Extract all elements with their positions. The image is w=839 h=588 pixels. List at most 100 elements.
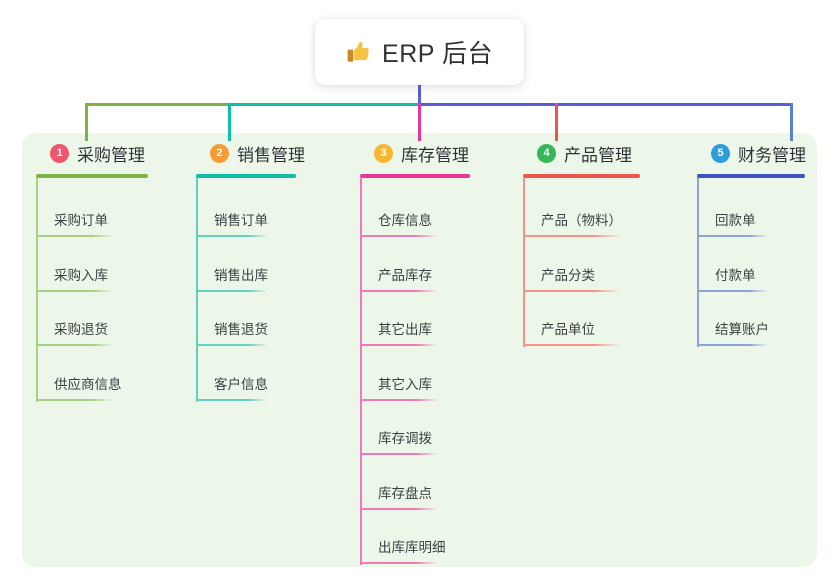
- connector-drop-5: [790, 103, 793, 141]
- leaf-item-underline: [360, 562, 438, 564]
- leaf-item-label: 产品库存: [378, 267, 432, 283]
- leaf-item[interactable]: 出库库明细: [360, 539, 446, 564]
- connector-root-stem: [418, 85, 421, 105]
- branch-underline-3: [360, 174, 470, 178]
- leaf-item[interactable]: 供应商信息: [36, 376, 122, 401]
- leaf-item-label: 销售出库: [214, 267, 268, 283]
- leaf-item-label: 供应商信息: [54, 376, 122, 392]
- connector-bus-green: [85, 103, 230, 106]
- leaf-item-label: 结算账户: [715, 322, 769, 337]
- branch-spine-3: [360, 178, 362, 565]
- leaf-item-underline: [36, 344, 114, 346]
- branches-panel: [22, 133, 817, 567]
- leaf-item[interactable]: 产品库存: [360, 267, 438, 292]
- leaf-item[interactable]: 采购入库: [36, 267, 114, 292]
- leaf-item-underline: [196, 289, 268, 292]
- leaf-item[interactable]: 销售退货: [196, 321, 268, 346]
- branch-title-5: 财务管理: [738, 145, 806, 165]
- leaf-item[interactable]: 产品（物料）: [523, 212, 622, 237]
- branch-badge-2: 2: [210, 143, 229, 163]
- leaf-item-underline: [697, 235, 769, 237]
- connector-bus-purple: [418, 103, 793, 106]
- branch-badge-3: 3: [374, 143, 393, 163]
- branch-column-3: 3 库存管理仓库信息产品库存其它出库其它入库库存调拨库存盘点出库库明细: [360, 140, 470, 565]
- branch-title-3: 库存管理: [401, 145, 469, 165]
- leaf-item-label: 产品（物料）: [541, 213, 622, 228]
- leaf-item-underline: [36, 289, 114, 292]
- branch-underline-1: [36, 174, 148, 178]
- root-node-label: ERP 后台: [382, 40, 493, 68]
- leaf-item[interactable]: 采购订单: [36, 212, 114, 237]
- branch-column-5: 5 财务管理回款单付款单结算账户: [697, 140, 806, 347]
- leaf-item-label: 付款单: [715, 267, 756, 283]
- leaf-item[interactable]: 回款单: [697, 212, 769, 237]
- leaf-item-label: 其它入库: [378, 376, 432, 392]
- branch-underline-2: [196, 174, 296, 178]
- leaf-item-underline: [360, 289, 438, 292]
- branch-header-5[interactable]: 5 财务管理: [697, 140, 806, 166]
- branch-header-1[interactable]: 1 采购管理: [36, 140, 148, 166]
- leaf-item-underline: [196, 398, 268, 401]
- leaf-item[interactable]: 销售出库: [196, 267, 268, 292]
- leaf-item[interactable]: 付款单: [697, 267, 769, 292]
- leaf-item[interactable]: 产品分类: [523, 267, 621, 292]
- leaf-item-underline: [196, 235, 268, 237]
- leaf-item-label: 库存调拨: [378, 431, 432, 446]
- leaf-item-label: 仓库信息: [378, 213, 432, 228]
- leaf-item[interactable]: 库存调拨: [360, 430, 438, 455]
- branch-header-4[interactable]: 4 产品管理: [523, 140, 640, 166]
- leaf-item-underline: [523, 289, 621, 292]
- branch-column-1: 1 采购管理采购订单采购入库采购退货供应商信息: [36, 140, 148, 402]
- leaf-item-underline: [360, 235, 438, 237]
- leaf-item-label: 采购订单: [54, 213, 108, 228]
- branch-column-2: 2 销售管理销售订单销售出库销售退货客户信息: [196, 140, 305, 402]
- branch-badge-1: 1: [50, 143, 69, 163]
- leaf-item-label: 出库库明细: [378, 540, 446, 555]
- branch-column-4: 4 产品管理产品（物料） 产品分类产品单位: [523, 140, 640, 347]
- branch-badge-5: 5: [711, 143, 730, 163]
- leaf-item-underline: [523, 235, 621, 237]
- connector-drop-4: [555, 103, 558, 141]
- leaf-item-label: 采购入库: [54, 267, 108, 283]
- leaf-item[interactable]: 客户信息: [196, 376, 268, 401]
- connector-drop-2: [228, 103, 231, 141]
- leaf-item-label: 采购退货: [54, 322, 108, 337]
- leaf-item[interactable]: 销售订单: [196, 212, 268, 237]
- connector-drop-1: [85, 103, 88, 141]
- leaf-item-underline: [36, 235, 114, 237]
- branch-title-4: 产品管理: [564, 145, 632, 165]
- branch-title-1: 采购管理: [77, 145, 145, 165]
- leaf-item[interactable]: 其它出库: [360, 321, 438, 346]
- branch-spine-5: [697, 178, 699, 347]
- leaf-item-underline: [697, 344, 769, 346]
- leaf-item-underline: [360, 507, 438, 510]
- leaf-item[interactable]: 库存盘点: [360, 485, 438, 510]
- leaf-item-underline: [697, 289, 769, 292]
- branch-spine-4: [523, 178, 525, 347]
- leaf-item-label: 回款单: [715, 213, 756, 228]
- leaf-item[interactable]: 仓库信息: [360, 212, 438, 237]
- branch-underline-5: [697, 174, 805, 178]
- leaf-item-underline: [360, 344, 438, 346]
- branch-underline-4: [523, 174, 640, 178]
- root-node-erp-backend[interactable]: ERP 后台: [315, 19, 524, 85]
- branch-badge-4: 4: [537, 143, 556, 163]
- leaf-item-label: 其它出库: [378, 322, 432, 337]
- thumbs-up-icon: [347, 41, 369, 62]
- leaf-item[interactable]: 产品单位: [523, 321, 621, 346]
- leaf-item-underline: [36, 398, 114, 401]
- leaf-item-label: 产品单位: [541, 322, 595, 337]
- leaf-item[interactable]: 结算账户: [697, 321, 769, 346]
- leaf-item-label: 销售订单: [214, 213, 268, 228]
- leaf-item[interactable]: 其它入库: [360, 376, 438, 401]
- connector-bus-teal: [228, 103, 420, 106]
- leaf-item-label: 销售退货: [214, 322, 268, 337]
- leaf-item[interactable]: 采购退货: [36, 321, 114, 346]
- branch-title-2: 销售管理: [237, 145, 305, 165]
- leaf-item-underline: [360, 398, 438, 401]
- leaf-item-underline: [360, 453, 438, 455]
- branch-header-2[interactable]: 2 销售管理: [196, 140, 305, 166]
- leaf-item-underline: [523, 344, 621, 346]
- branch-header-3[interactable]: 3 库存管理: [360, 140, 470, 166]
